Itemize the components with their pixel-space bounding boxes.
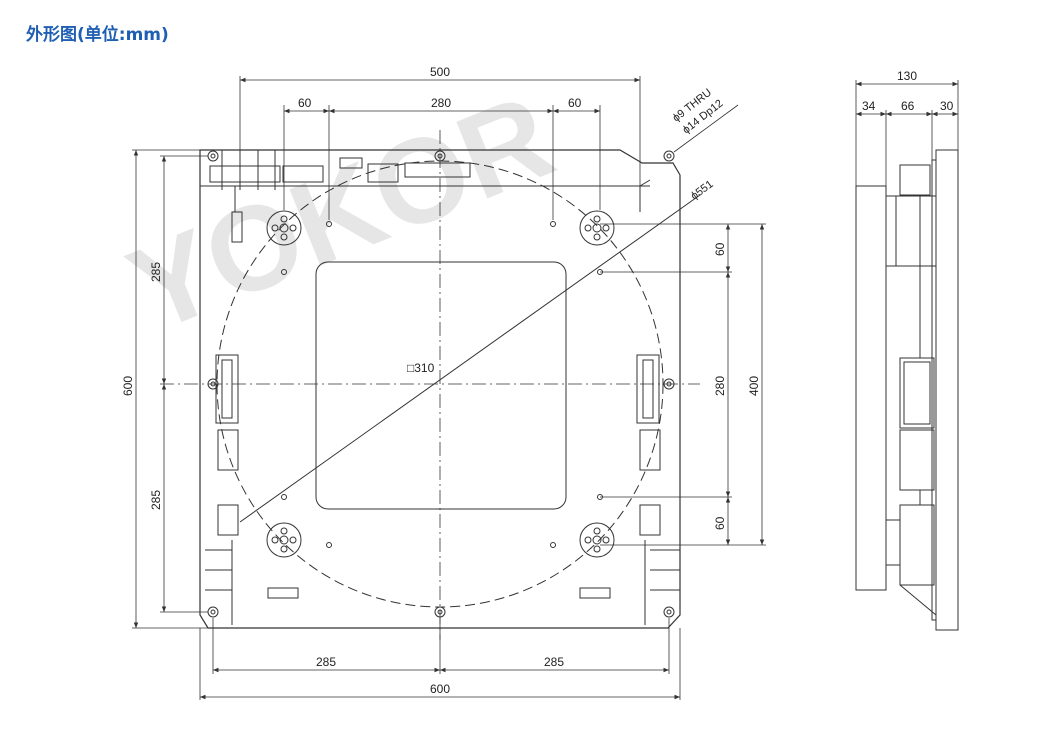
dim-bottom-left: 285 [316, 655, 336, 669]
watermark: YOKOR [112, 69, 570, 358]
dim-top-mid: 280 [431, 96, 451, 110]
dim-right-top: 60 [713, 242, 727, 256]
center-lines [160, 130, 700, 640]
side-dim-c: 30 [940, 99, 954, 113]
dim-right-mid: 280 [713, 376, 727, 396]
dim-right-overall: 400 [747, 376, 761, 396]
side-dim-overall: 130 [897, 69, 917, 83]
dim-left-upper: 285 [149, 262, 163, 282]
square-label: □310 [407, 361, 435, 375]
side-view [855, 149, 959, 631]
dim-bottom-overall: 600 [430, 682, 450, 696]
inner-square [315, 261, 567, 510]
side-view-labels: 130 34 66 30 [862, 69, 954, 113]
terminal-bolts [205, 150, 680, 591]
dim-left-lower: 285 [149, 490, 163, 510]
side-dimensions [855, 80, 959, 196]
dim-left-overall: 600 [121, 376, 135, 396]
side-dim-a: 34 [862, 99, 876, 113]
caster-pads [266, 210, 615, 558]
corner-holes [207, 150, 675, 618]
dim-bottom-right: 285 [544, 655, 564, 669]
small-holes [281, 221, 603, 548]
diameter-leader [239, 194, 701, 523]
dim-right-bottom: 60 [713, 516, 727, 530]
diameter-label: ϕ551 [689, 178, 716, 202]
front-dimensions [132, 76, 766, 700]
dim-top-left: 60 [298, 96, 312, 110]
front-view-frame [199, 149, 681, 629]
page-title: 外形图(单位:mm) [26, 25, 169, 45]
dim-top-overall: 500 [430, 65, 450, 79]
dim-top-right: 60 [568, 96, 582, 110]
side-dim-b: 66 [901, 99, 915, 113]
